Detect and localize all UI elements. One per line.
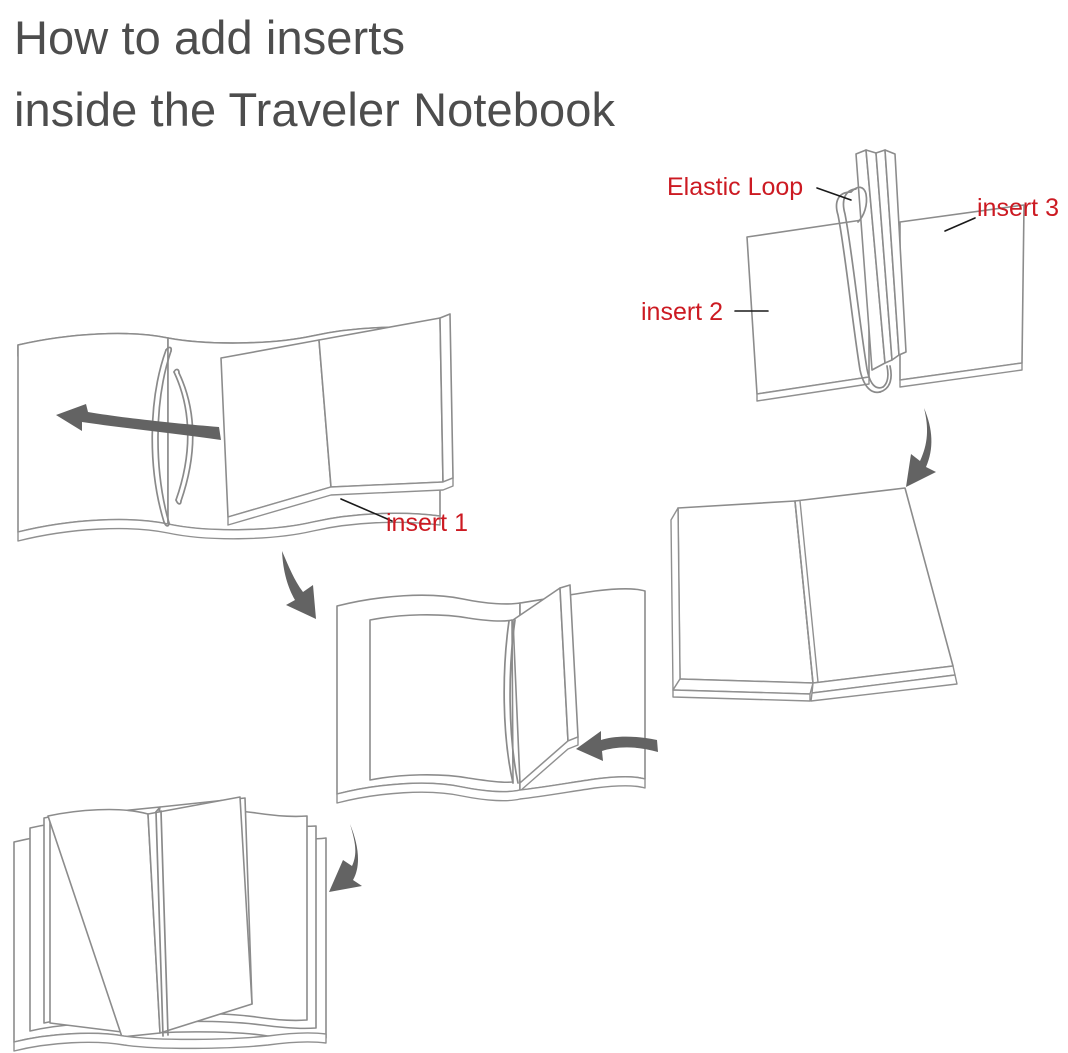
insert-1-label: insert 1 [386, 509, 468, 537]
step5-left-page [677, 500, 814, 684]
elastic-end-bot-outer [163, 521, 170, 527]
step4-standing-insert-d [884, 149, 907, 356]
arrow-step5-to-step2-icon [576, 731, 658, 761]
elastic-end-top-outer [165, 346, 173, 352]
elastic-loop-strand-right [879, 365, 892, 393]
step5-left-underlayer-1 [670, 507, 681, 691]
insert-1-back-panel [318, 317, 444, 488]
insert-1-front-panel [220, 339, 332, 518]
insert-2-label: insert 2 [641, 298, 723, 326]
elastic-loop-strand-right-b [882, 365, 889, 388]
step2-insert-left-panel [369, 614, 514, 784]
title-line-1: How to add inserts [14, 11, 406, 64]
elastic-loop-top-hook [850, 186, 868, 223]
arrow-step1-to-step2-icon [282, 551, 316, 619]
insert-1-standing-cover [439, 313, 454, 483]
step-4-elastic-loop-with-inserts: Elastic Loop insert 3 insert 2 [641, 149, 1059, 402]
step-5-finished-notebook-flat-open [670, 487, 958, 702]
insert-3-label: insert 3 [977, 194, 1059, 222]
step3-bottom-edge-1 [13, 1032, 327, 1052]
insert-3-sheet-edge [899, 362, 1023, 388]
elastic-loop-strand-left [835, 191, 881, 394]
step5-spine-line-b [799, 500, 819, 683]
step-2-notebook-with-insert-standing [336, 584, 646, 804]
elastic-band-outer-b [157, 350, 172, 524]
step5-spine-line [794, 500, 814, 684]
arrow-step4-to-step5-icon [906, 408, 936, 487]
step5-left-underlayer-3 [672, 689, 811, 702]
arrow-fold-elastic-icon [56, 404, 221, 440]
elastic-loop-label: Elastic Loop [667, 173, 803, 201]
insert-3-sheet [899, 204, 1025, 381]
title-line-2: inside the Traveler Notebook [14, 83, 616, 136]
insert-1-bottom-edge [227, 477, 454, 526]
elastic-end-bot-inner [175, 499, 182, 505]
notebook-left-page [17, 332, 169, 533]
step5-right-page [794, 487, 954, 684]
insert-2-sheet-edge [756, 376, 870, 402]
step-3-notebook-with-stacked-inserts [13, 796, 327, 1052]
step2-insert-spine [503, 620, 514, 784]
insert-1-leader-line [340, 498, 393, 522]
step3-open-page-right [147, 796, 253, 1034]
step2-notebook-bottom-edge [336, 776, 646, 804]
elastic-end-top-inner [173, 368, 180, 374]
step3-spine-line-b [160, 810, 169, 1036]
elastic-loop-leader-line [816, 187, 852, 201]
elastic-band-outer [151, 349, 167, 523]
step-1-open-notebook-with-insert: insert 1 [17, 313, 468, 542]
page-title: How to add inserts inside the Traveler N… [14, 2, 914, 146]
insert-3-leader-line [944, 217, 976, 232]
step3-spine-line [155, 811, 164, 1037]
step5-right-underlayer-2 [810, 674, 958, 702]
arrow-step2-to-step3-icon [329, 824, 362, 892]
notebook-bottom-edge [17, 512, 441, 542]
step2-insert-spine-b [509, 619, 519, 784]
elastic-loop-strand-left-b [842, 188, 884, 389]
